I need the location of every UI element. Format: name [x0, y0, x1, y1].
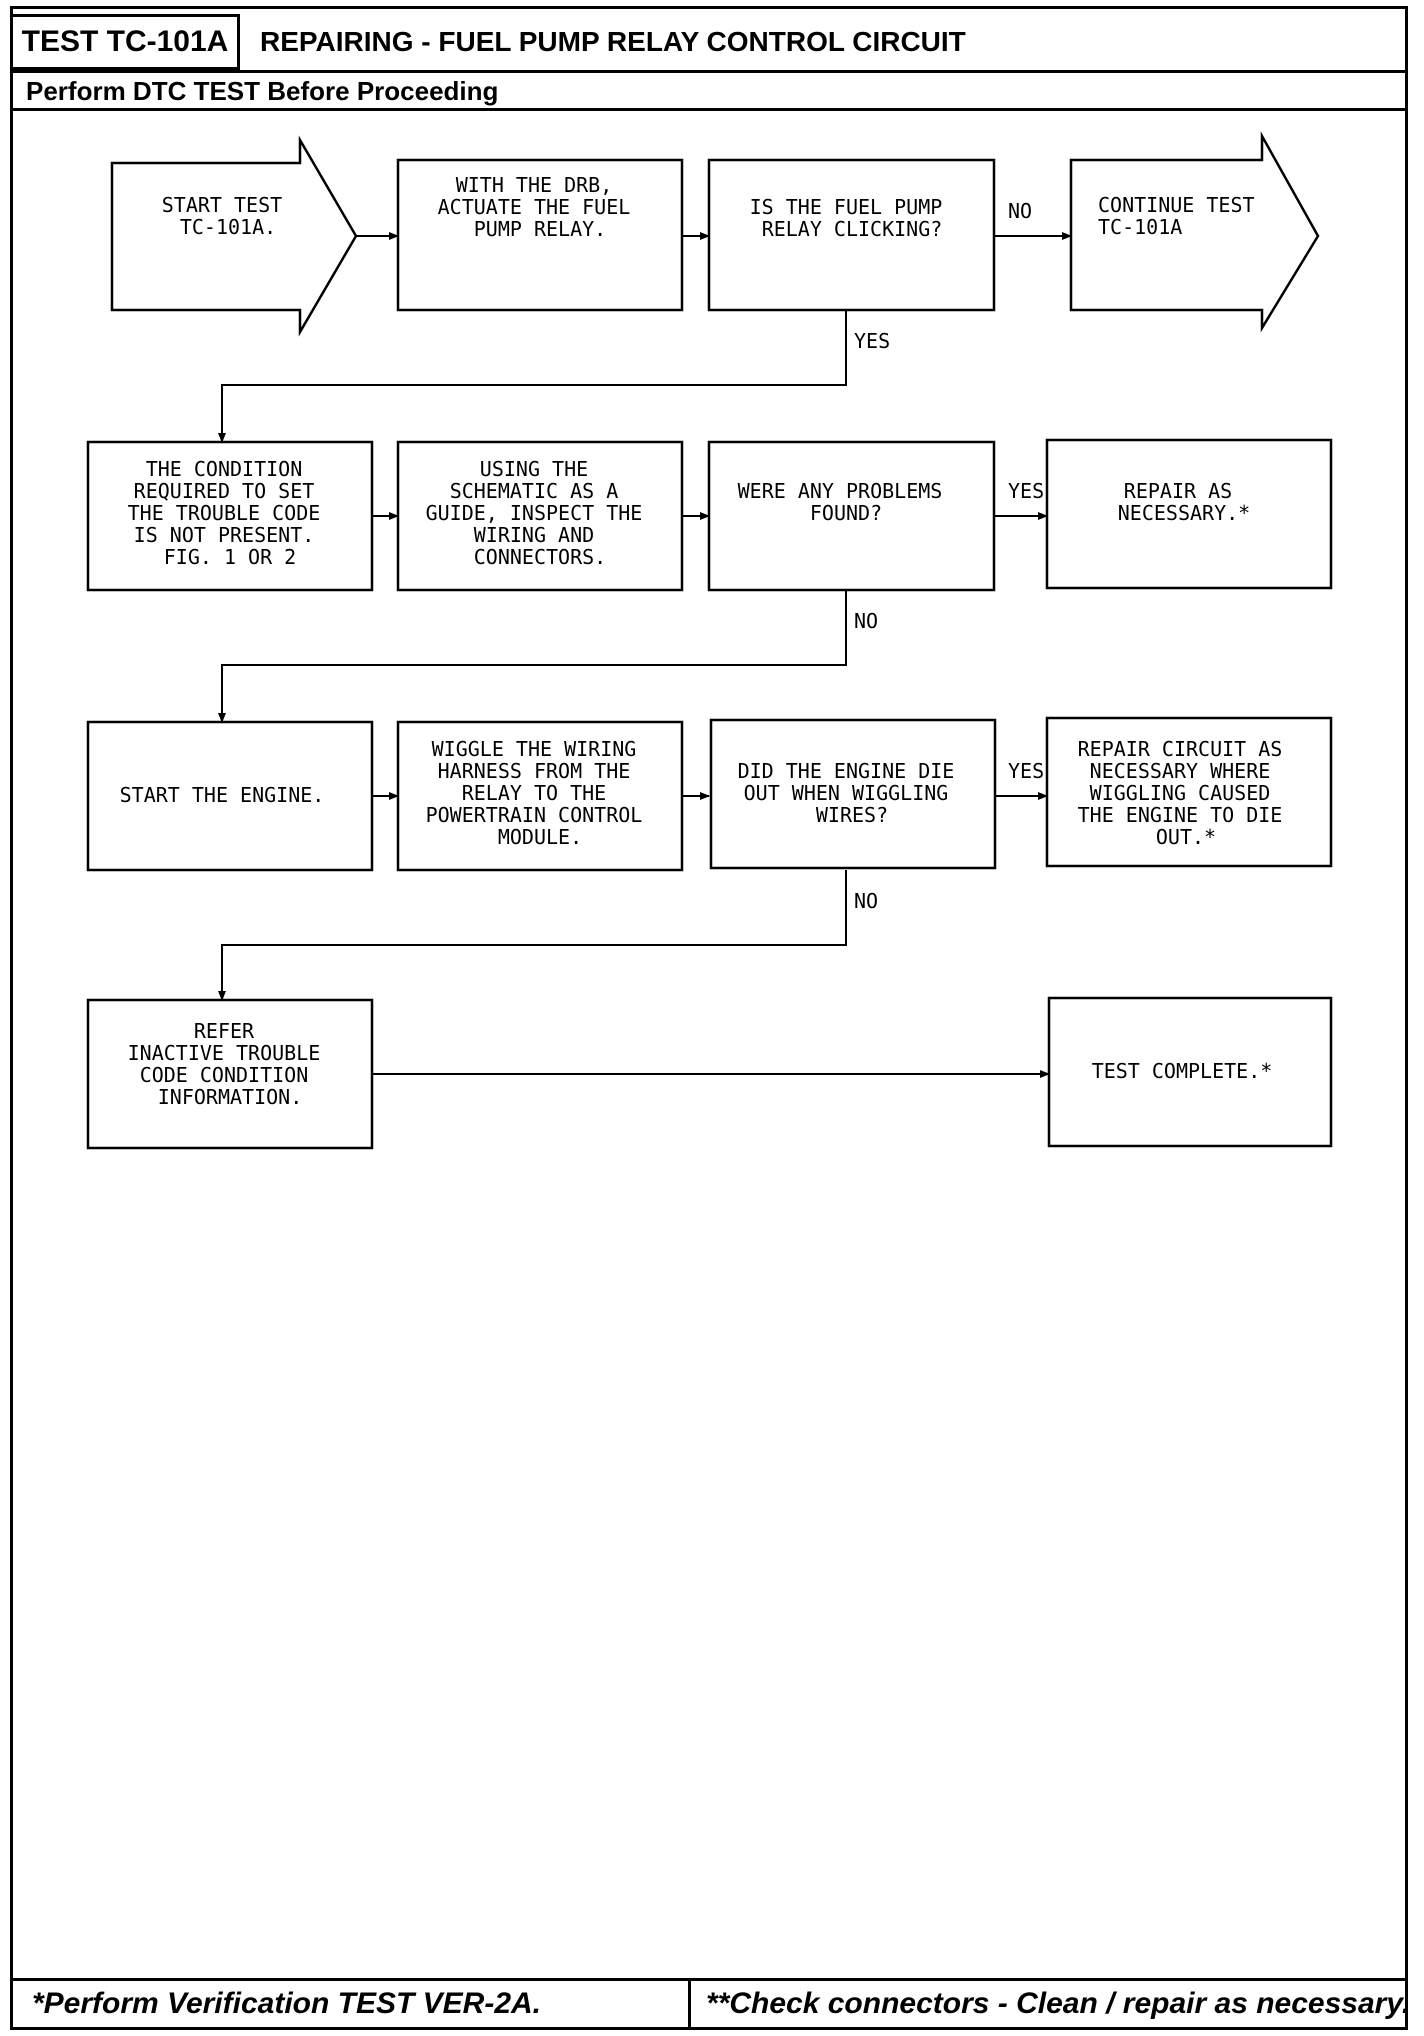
clicking-text: IS THE FUEL PUMP RELAY CLICKING? — [750, 195, 955, 241]
condition-box — [86, 440, 374, 592]
label-clicking-yes: YES — [854, 329, 890, 353]
footer-connector-note: **Check connectors - Clean / repair as n… — [706, 1987, 1411, 2020]
connector-die-out-refer — [218, 870, 847, 1001]
actuate-text: WITH THE DRB, ACTUATE THE FUEL PUMP RELA… — [438, 173, 643, 241]
repair-text: REPAIR AS NECESSARY.* — [1118, 479, 1250, 525]
node-wiggle-harness: WIGGLE THE WIRING HARNESS FROM THE RELAY… — [396, 720, 684, 872]
node-condition: THE CONDITION REQUIRED TO SET THE TROUBL… — [86, 440, 374, 592]
header-divider — [10, 70, 1408, 73]
continue-arrow-shape — [1069, 131, 1320, 333]
continue-text: CONTINUE TEST TC-101A — [1098, 193, 1267, 239]
die-out-box — [709, 718, 997, 870]
die-out-text: DID THE ENGINE DIE OUT WHEN WIGGLING WIR… — [738, 759, 967, 827]
node-start: START TEST TC-101A. — [110, 135, 358, 337]
label-die-yes: YES — [1008, 759, 1044, 783]
connectors — [218, 232, 1072, 1078]
start-text: START TEST TC-101A. — [162, 193, 294, 239]
node-start-engine: START THE ENGINE. — [86, 720, 374, 872]
branch-labels: NO YES YES NO YES NO — [854, 199, 1044, 913]
label-problems-yes: YES — [1008, 479, 1044, 503]
test-id-box: TEST TC-101A — [10, 14, 240, 70]
header-divider-lower — [10, 108, 1408, 111]
problems-text: WERE ANY PROBLEMS FOUND? — [738, 479, 955, 525]
wiggle-box — [396, 720, 684, 872]
page-subtitle: Perform DTC TEST Before Proceeding — [26, 75, 499, 106]
footer-verification-note: *Perform Verification TEST VER-2A. — [32, 1987, 542, 2020]
actuate-box — [396, 158, 684, 312]
test-id: TEST TC-101A — [21, 25, 229, 58]
node-repair-circuit: REPAIR CIRCUIT AS NECESSARY WHERE WIGGLI… — [1045, 716, 1333, 868]
page-title: REPAIRING - FUEL PUMP RELAY CONTROL CIRC… — [260, 26, 966, 57]
node-refer-inactive: REFER INACTIVE TROUBLE CODE CONDITION IN… — [86, 998, 374, 1150]
footer-column-divider — [688, 1978, 691, 2030]
problems-box — [707, 440, 996, 592]
connector-problems-start-engine — [218, 590, 847, 723]
clicking-box — [707, 158, 996, 312]
footer-divider — [10, 1978, 1408, 1981]
label-clicking-no: NO — [1008, 199, 1032, 223]
label-problems-no: NO — [854, 609, 878, 633]
node-inspect-wiring: USING THE SCHEMATIC AS A GUIDE, INSPECT … — [396, 440, 684, 592]
node-repair: REPAIR AS NECESSARY.* — [1045, 438, 1333, 590]
repair-circuit-text: REPAIR CIRCUIT AS NECESSARY WHERE WIGGLI… — [1078, 737, 1295, 849]
connector-clicking-condition — [218, 310, 847, 443]
node-relay-clicking: IS THE FUEL PUMP RELAY CLICKING? — [707, 158, 996, 312]
repair-box — [1045, 438, 1333, 590]
repair-circuit-box — [1045, 716, 1333, 868]
complete-box — [1047, 996, 1333, 1148]
label-die-no: NO — [854, 889, 878, 913]
inspect-text: USING THE SCHEMATIC AS A GUIDE, INSPECT … — [426, 457, 655, 569]
complete-text: TEST COMPLETE.* — [1092, 1059, 1273, 1083]
start-engine-text: START THE ENGINE. — [120, 783, 325, 807]
start-engine-box — [86, 720, 374, 872]
node-problems-found: WERE ANY PROBLEMS FOUND? — [707, 440, 996, 592]
wiggle-text: WIGGLE THE WIRING HARNESS FROM THE RELAY… — [426, 737, 655, 849]
inspect-box — [396, 440, 684, 592]
node-test-complete: TEST COMPLETE.* — [1047, 996, 1333, 1148]
node-continue-test: CONTINUE TEST TC-101A — [1069, 131, 1320, 333]
node-engine-die-out: DID THE ENGINE DIE OUT WHEN WIGGLING WIR… — [709, 718, 997, 870]
node-actuate-relay: WITH THE DRB, ACTUATE THE FUEL PUMP RELA… — [396, 158, 684, 312]
refer-text: REFER INACTIVE TROUBLE CODE CONDITION IN… — [128, 1019, 333, 1109]
condition-text: THE CONDITION REQUIRED TO SET THE TROUBL… — [128, 457, 333, 569]
refer-box — [86, 998, 374, 1150]
start-arrow-shape — [110, 135, 358, 337]
